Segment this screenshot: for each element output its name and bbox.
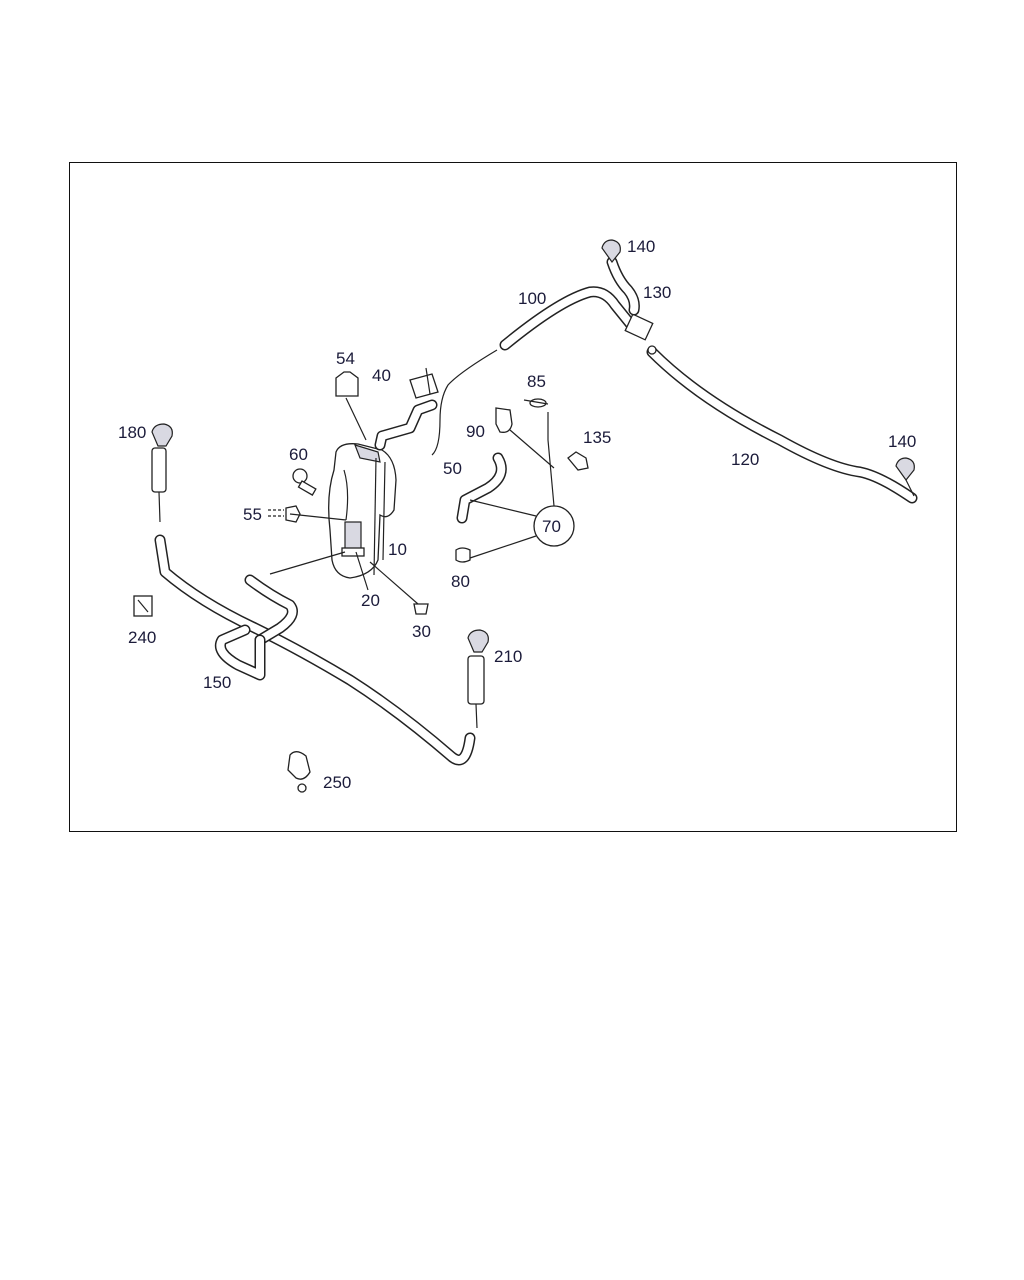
- leader-lines: [269, 397, 419, 605]
- label-20: 20: [361, 591, 380, 610]
- label-150: 150: [203, 673, 231, 692]
- nozzle-140-right: [895, 457, 915, 497]
- label-90: 90: [466, 422, 485, 441]
- label-55: 55: [243, 505, 262, 524]
- label-140-top: 140: [627, 237, 655, 256]
- diagram-frame: [69, 162, 957, 832]
- cap-80: [455, 547, 471, 563]
- label-54: 54: [336, 349, 355, 368]
- nozzle-140-top: [601, 239, 621, 263]
- t-connector: [624, 313, 657, 355]
- bolt-60: [292, 468, 317, 496]
- callout-70: [469, 412, 575, 559]
- clip-90: [495, 407, 513, 433]
- label-80: 80: [451, 572, 470, 591]
- label-140-right: 140: [888, 432, 916, 451]
- hose-100: [499, 286, 638, 351]
- label-85: 85: [527, 372, 546, 391]
- label-100: 100: [518, 289, 546, 308]
- label-40: 40: [372, 366, 391, 385]
- label-240: 240: [128, 628, 156, 647]
- label-180: 180: [118, 423, 146, 442]
- label-30: 30: [412, 622, 431, 641]
- clip-85: [523, 398, 549, 408]
- hose-70: [456, 452, 507, 524]
- label-120: 120: [731, 450, 759, 469]
- label-50: 50: [443, 459, 462, 478]
- clip-240: [133, 595, 153, 617]
- label-130: 130: [643, 283, 671, 302]
- hose-120: [646, 346, 918, 504]
- clip-250: [287, 751, 311, 793]
- grommet-30: [413, 603, 429, 615]
- filler-neck-40: [374, 367, 439, 451]
- washer-nozzle-210: [467, 629, 489, 729]
- label-10: 10: [388, 540, 407, 559]
- reservoir-10: [328, 443, 397, 579]
- hose-150: [154, 534, 476, 766]
- label-210: 210: [494, 647, 522, 666]
- pump-20: [341, 521, 365, 557]
- hose-50: [431, 349, 498, 456]
- label-135: 135: [583, 428, 611, 447]
- label-60: 60: [289, 445, 308, 464]
- label-70: 70: [542, 517, 561, 536]
- rivet-135: [567, 451, 589, 471]
- hose-130: [606, 256, 640, 316]
- label-250: 250: [323, 773, 351, 792]
- cap-54: [335, 371, 359, 397]
- washer-nozzle-180: [151, 423, 173, 523]
